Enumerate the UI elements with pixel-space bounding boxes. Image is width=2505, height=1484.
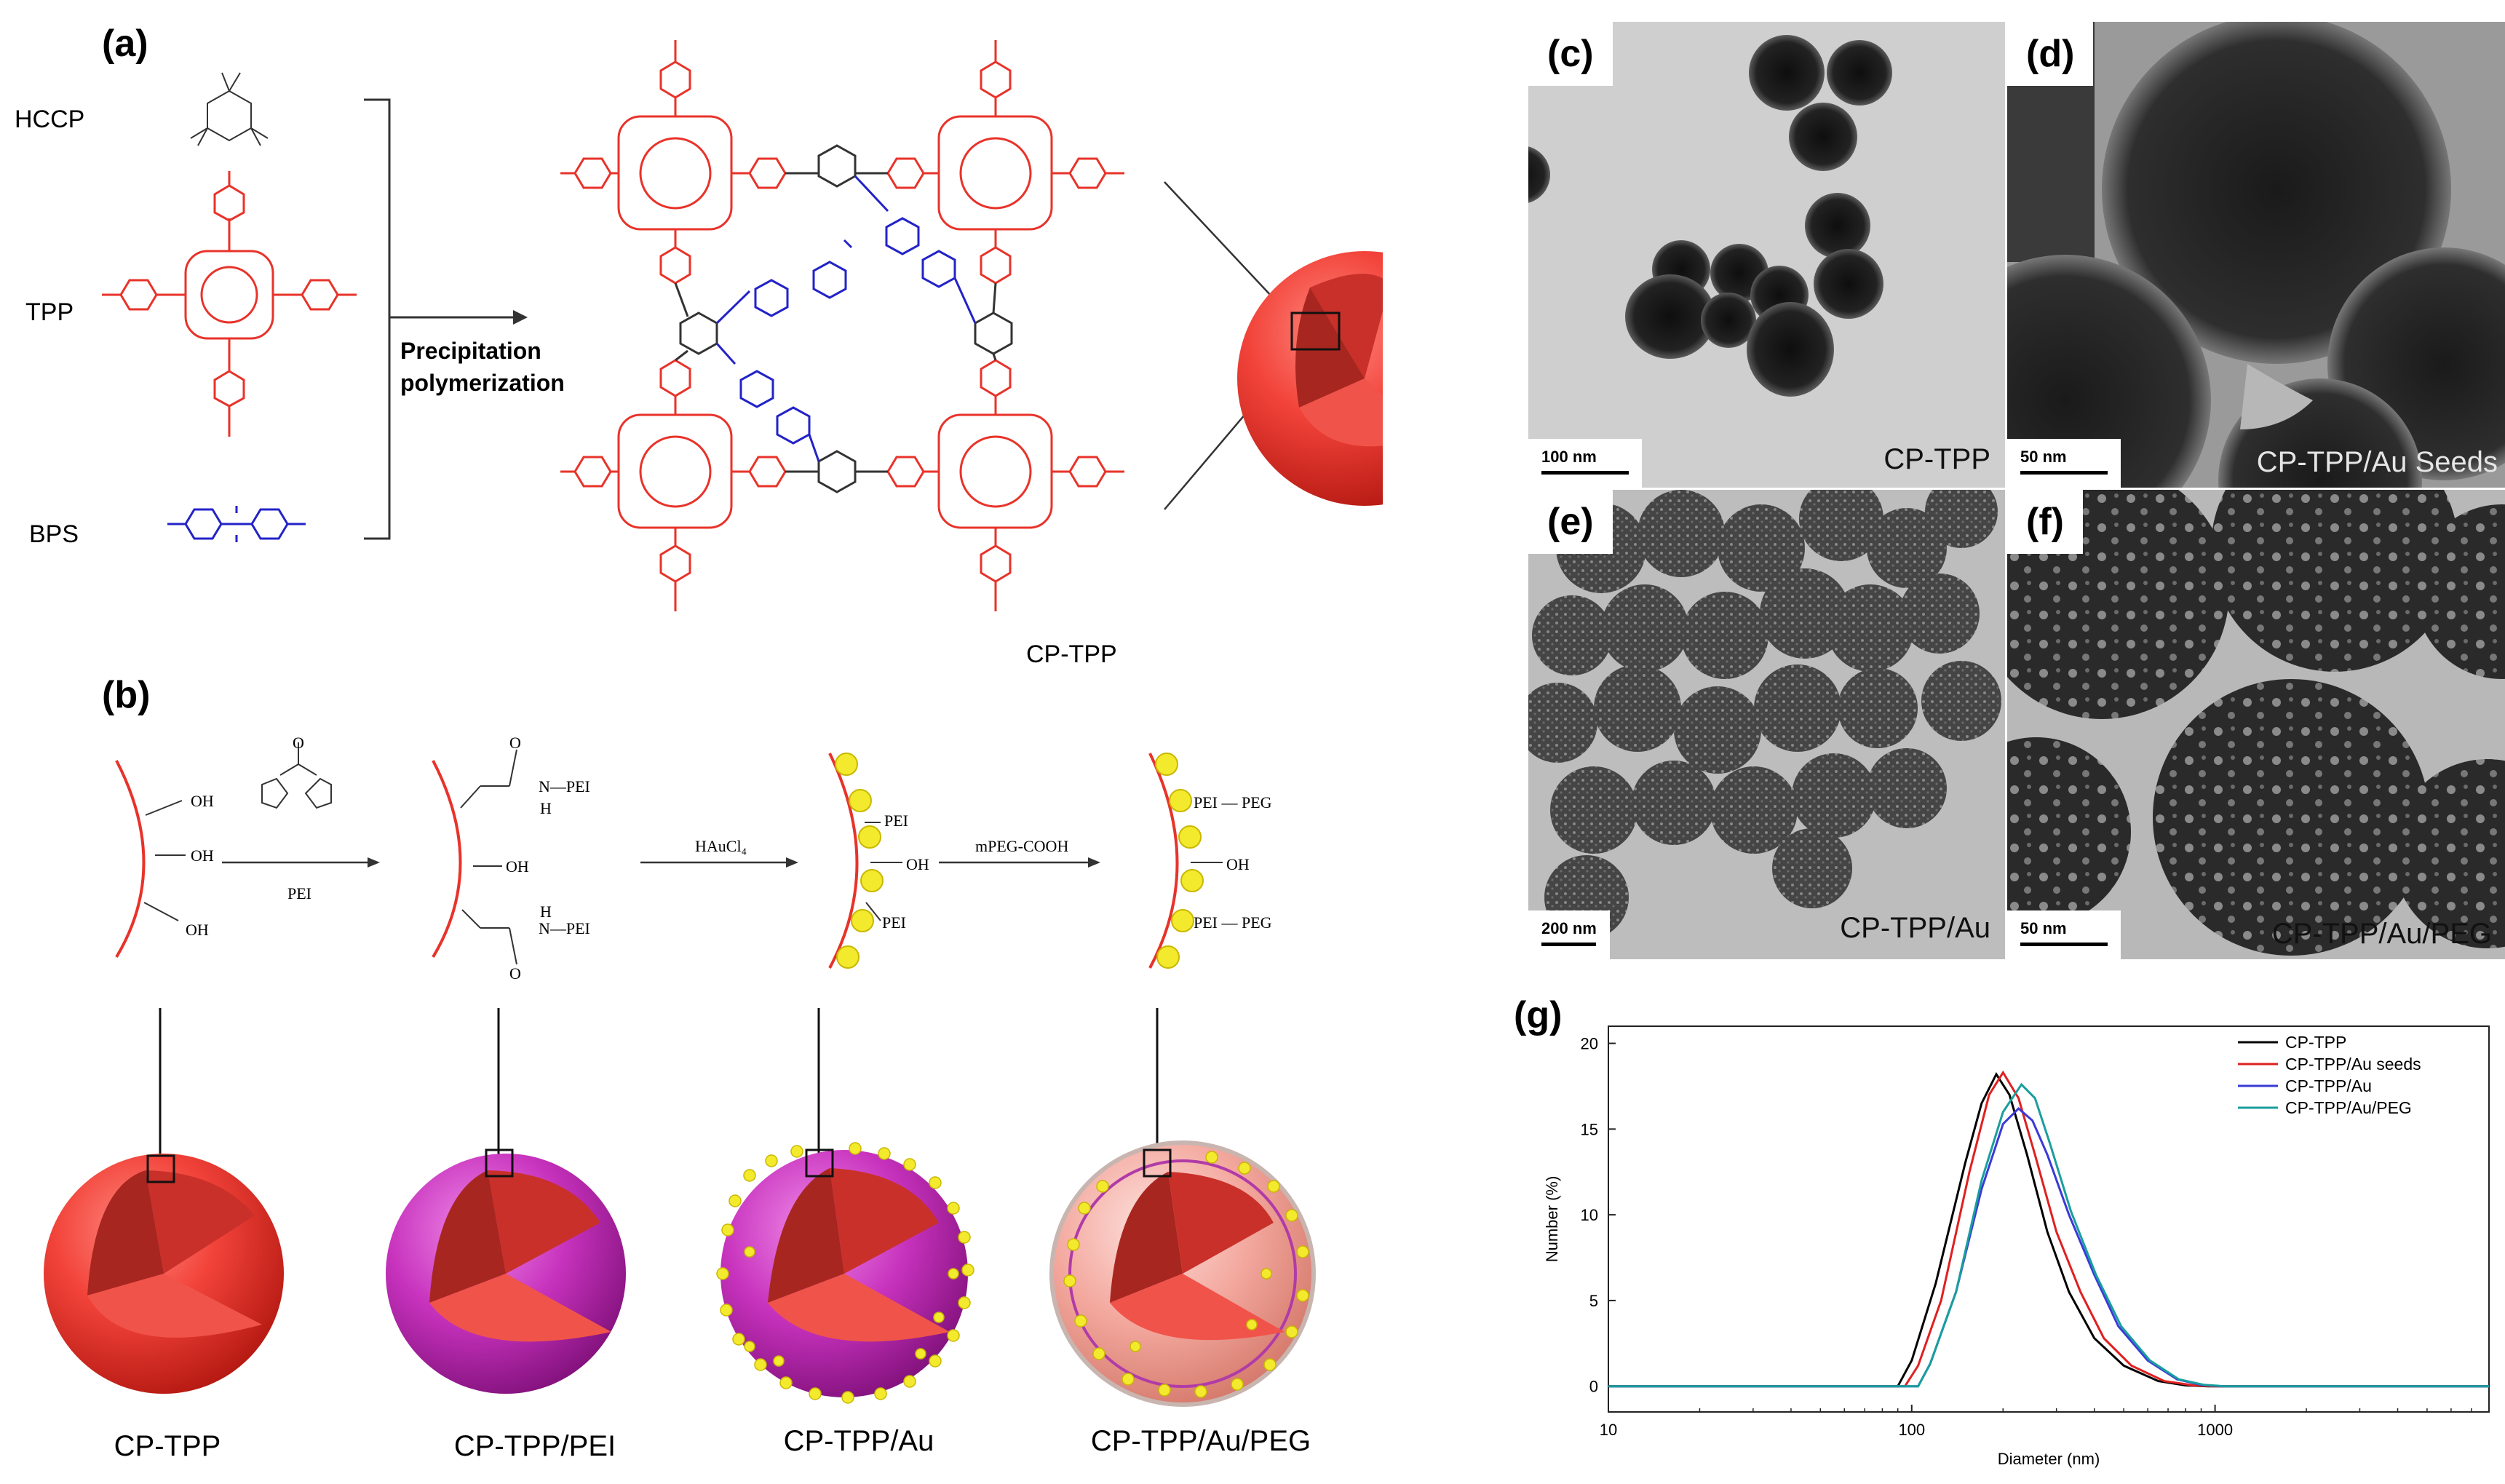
hccp-structure — [190, 72, 269, 146]
tem-d-name: CP-TPP/Au Seeds — [2256, 446, 2498, 478]
sphere-cp-tpp — [44, 1154, 284, 1394]
sphere-cp-tpp-au — [716, 1142, 974, 1404]
tem-c-scale-text: 100 nm — [1541, 448, 1597, 466]
caption-cp-tpp: CP-TPP — [114, 1430, 221, 1462]
arrow-text-line1: Precipitation — [400, 338, 541, 364]
series-line-4 — [1608, 1082, 2489, 1388]
tem-f-scale-text: 50 nm — [2020, 919, 2067, 937]
dls-chart: 10 100 1000 0 5 10 15 20 CP-TPP CP-TPP/Au seedsC… — [1543, 1025, 2490, 1468]
x-tick-label: 10 — [1600, 1421, 1617, 1439]
y-tick-label: 15 — [1581, 1120, 1598, 1138]
tem-e-name: CP-TPP/Au — [1840, 912, 1990, 944]
pei-peg-1: PEI — PEG — [1194, 793, 1272, 812]
h-2: H — [540, 902, 552, 921]
y-tick-label: 5 — [1589, 1292, 1598, 1310]
reagent-bps-label: BPS — [29, 520, 79, 548]
tem-d-scale-text: 50 nm — [2020, 448, 2067, 466]
tem-d-scalebar: 50 nm — [2007, 439, 2121, 488]
tem-c-label: (c) — [1528, 22, 1613, 86]
panel-b-label: (b) — [102, 674, 151, 716]
network-product-label: CP-TPP — [1026, 640, 1117, 668]
sphere-cp-tpp-pei — [386, 1148, 626, 1394]
carbonyl-o-1: O — [509, 734, 521, 752]
sphere-cp-tpp-au-peg — [1049, 1140, 1316, 1407]
tem-e-label: (e) — [1528, 490, 1613, 554]
arrow-text-line2: polymerization — [400, 370, 565, 396]
haucl4-label: HAuCl₄ — [695, 837, 747, 855]
oh-1c: OH — [186, 921, 209, 939]
tpp-structure — [102, 171, 357, 437]
nh-pei-1: N—PEI — [539, 777, 590, 795]
caption-cp-tpp-au: CP-TPP/Au — [783, 1425, 934, 1457]
legend-label-1: CP-TPP — [2285, 1033, 2346, 1052]
tem-d-label: (d) — [2007, 22, 2094, 86]
au-particles-3 — [716, 1142, 974, 1404]
plot-frame — [1608, 1025, 2490, 1413]
panel-g-label: (g) — [1514, 994, 1563, 1036]
legend-label-4: CP-TPP/Au/PEG — [2285, 1098, 2412, 1117]
legend-label-3: CP-TPP/Au — [2285, 1076, 2372, 1095]
oh-3: OH — [906, 855, 929, 873]
tem-f-scalebar: 50 nm — [2007, 910, 2121, 959]
x-tick-label: 100 — [1898, 1421, 1925, 1439]
legend-label-2: CP-TPP/Au seeds — [2285, 1055, 2421, 1074]
tem-panel-d: (d) 50 nm CP-TPP/Au Seeds — [2007, 22, 2505, 488]
precipitation-caption: Precipitation polymerization — [400, 335, 565, 399]
panel-a-label: (a) — [102, 23, 148, 65]
tem-panel-f: (f) 50 nm CP-TPP/Au/PEG — [2007, 490, 2505, 959]
pei-reagent-label: PEI — [287, 884, 311, 902]
tem-c-name: CP-TPP — [1883, 443, 1990, 475]
y-tick-label: 0 — [1589, 1378, 1598, 1396]
tem-panel-e: (e) 200 nm CP-TPP/Au — [1528, 490, 2005, 959]
pei-au-2: PEI — [882, 913, 906, 932]
y-tick-label: 10 — [1581, 1206, 1598, 1224]
tem-c-scalebar: 100 nm — [1528, 439, 1642, 488]
bps-structure — [167, 506, 306, 542]
y-axis-label: Number (%) — [1543, 1176, 1561, 1263]
series-line-1 — [1608, 1071, 2489, 1388]
tem-e-scalebar: 200 nm — [1528, 910, 1610, 959]
au-particles-4 — [1063, 1151, 1309, 1398]
panel-a-scheme — [102, 40, 1383, 611]
cp-tpp-sphere-a — [1237, 251, 1383, 506]
y-tick-label: 20 — [1581, 1035, 1598, 1053]
nh-pei-2: N—PEI — [539, 919, 590, 937]
mpeg-label: mPEG-COOH — [975, 837, 1069, 855]
reagent-tpp-label: TPP — [25, 298, 74, 326]
oh-1b: OH — [191, 846, 214, 865]
reagent-bracket — [364, 98, 391, 540]
oh-4: OH — [1226, 855, 1250, 873]
pei-peg-2: PEI — PEG — [1194, 913, 1272, 932]
series-line-2 — [1608, 1070, 2489, 1388]
caption-cp-tpp-au-peg: CP-TPP/Au/PEG — [1090, 1425, 1311, 1457]
x-tick-label: 1000 — [2197, 1421, 2233, 1439]
pei-au-1: PEI — [884, 812, 908, 830]
caption-cp-tpp-pei: CP-TPP/PEI — [453, 1430, 616, 1462]
oh-2: OH — [506, 857, 529, 876]
tem-f-label: (f) — [2007, 490, 2083, 554]
tem-e-scale-text: 200 nm — [1541, 919, 1597, 937]
cdi-structure — [261, 742, 332, 809]
oh-1a: OH — [191, 792, 214, 810]
panel-b-scheme — [44, 742, 1316, 1407]
cdi-o-label: O — [293, 734, 304, 752]
h-1: H — [540, 799, 552, 817]
tem-f-name: CP-TPP/Au/PEG — [2271, 918, 2492, 950]
x-axis-label: Diameter (nm) — [1998, 1450, 2100, 1468]
tem-panel-c: (c) 100 nm CP-TPP — [1528, 22, 2005, 488]
series-line-3 — [1608, 1107, 2489, 1388]
cp-tpp-network — [560, 40, 1124, 611]
carbonyl-o-2: O — [509, 964, 521, 983]
reagent-hccp-label: HCCP — [15, 106, 85, 133]
